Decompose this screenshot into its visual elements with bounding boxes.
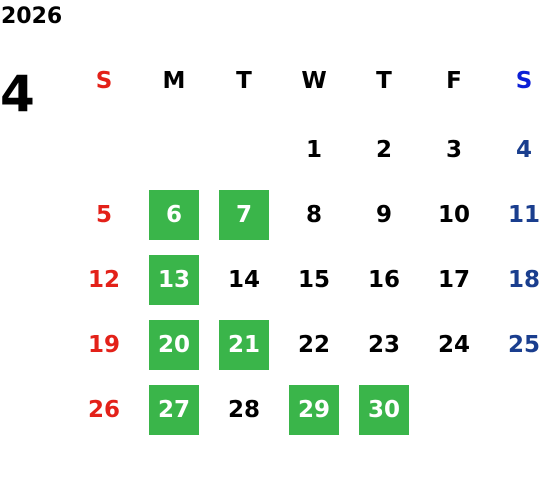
weekday-header-sat: S xyxy=(515,68,533,94)
calendar-day-20[interactable]: 20 xyxy=(149,320,199,370)
calendar-day-18[interactable]: 18 xyxy=(507,267,540,293)
calendar-day-23[interactable]: 23 xyxy=(367,332,400,358)
calendar-day-26[interactable]: 26 xyxy=(87,397,120,423)
calendar-day-12[interactable]: 12 xyxy=(87,267,120,293)
weekday-header-tue: T xyxy=(236,68,252,94)
weekday-header-mon: M xyxy=(162,68,186,94)
calendar-day-24[interactable]: 24 xyxy=(437,332,470,358)
calendar-day-28[interactable]: 28 xyxy=(227,397,260,423)
calendar-month: 4 xyxy=(0,65,35,123)
calendar-day-14[interactable]: 14 xyxy=(227,267,260,293)
calendar-day-7[interactable]: 7 xyxy=(219,190,269,240)
calendar-year: 2026 xyxy=(1,4,63,29)
calendar-day-8[interactable]: 8 xyxy=(305,202,322,228)
calendar-day-9[interactable]: 9 xyxy=(375,202,392,228)
calendar-day-19[interactable]: 19 xyxy=(87,332,120,358)
calendar-day-17[interactable]: 17 xyxy=(437,267,470,293)
weekday-header-fri: F xyxy=(446,68,462,94)
calendar-day-21[interactable]: 21 xyxy=(219,320,269,370)
calendar-day-29[interactable]: 29 xyxy=(289,385,339,435)
calendar-day-10[interactable]: 10 xyxy=(437,202,470,228)
calendar-day-27[interactable]: 27 xyxy=(149,385,199,435)
calendar-day-13[interactable]: 13 xyxy=(149,255,199,305)
calendar-day-16[interactable]: 16 xyxy=(367,267,400,293)
calendar-day-3[interactable]: 3 xyxy=(445,137,462,163)
calendar-day-11[interactable]: 11 xyxy=(507,202,540,228)
calendar-day-2[interactable]: 2 xyxy=(375,137,392,163)
calendar-day-15[interactable]: 15 xyxy=(297,267,330,293)
calendar-day-5[interactable]: 5 xyxy=(95,202,112,228)
calendar-day-22[interactable]: 22 xyxy=(297,332,330,358)
weekday-header-wed: W xyxy=(301,68,327,94)
calendar-day-6[interactable]: 6 xyxy=(149,190,199,240)
calendar-day-25[interactable]: 25 xyxy=(507,332,540,358)
weekday-header-thu: T xyxy=(376,68,392,94)
calendar-day-30[interactable]: 30 xyxy=(359,385,409,435)
calendar-day-4[interactable]: 4 xyxy=(515,137,532,163)
weekday-header-sun: S xyxy=(95,68,113,94)
calendar-day-1[interactable]: 1 xyxy=(305,137,322,163)
